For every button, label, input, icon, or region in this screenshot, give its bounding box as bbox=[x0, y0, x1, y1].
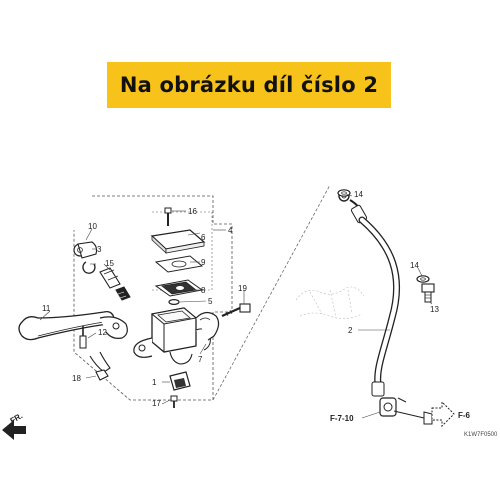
reference-arrow-icon bbox=[431, 400, 455, 428]
callout-4: 4 bbox=[228, 226, 233, 235]
nut-18 bbox=[95, 369, 109, 381]
callout-9: 9 bbox=[201, 258, 206, 267]
o-ring-5 bbox=[168, 299, 180, 306]
part-number-banner: Na obrázku díl číslo 2 bbox=[107, 62, 391, 108]
callout-13: 13 bbox=[430, 305, 439, 314]
master-cylinder-body bbox=[133, 307, 211, 365]
screw-17 bbox=[170, 395, 178, 408]
callout-8: 8 bbox=[201, 286, 206, 295]
brake-switch-1 bbox=[169, 371, 191, 391]
callout-7: 7 bbox=[198, 355, 203, 364]
assembly-to-hose-leader bbox=[212, 184, 331, 401]
callout-15: 15 bbox=[105, 259, 114, 268]
callout-leaders bbox=[39, 193, 433, 419]
brake-lever-11 bbox=[18, 310, 128, 373]
front-label: FR. bbox=[9, 411, 25, 425]
bolt-19 bbox=[221, 303, 251, 318]
callout-1: 1 bbox=[152, 378, 157, 387]
holder-7 bbox=[195, 311, 220, 341]
callout-2: 2 bbox=[348, 326, 353, 335]
reservoir-group-outline bbox=[152, 211, 213, 291]
sealing-washer-14-upper bbox=[337, 189, 351, 197]
brake-hose-part-2 bbox=[338, 190, 433, 425]
spring-boot bbox=[115, 286, 131, 301]
callout-5: 5 bbox=[208, 297, 213, 306]
piston-15 bbox=[99, 267, 121, 289]
callout-14-lower: 14 bbox=[410, 261, 419, 270]
oil-bolt-13 bbox=[421, 283, 435, 303]
screw-16 bbox=[164, 207, 172, 226]
diaphragm-8 bbox=[154, 279, 204, 297]
callout-18: 18 bbox=[72, 374, 81, 383]
ref-f-6: F-6 bbox=[458, 411, 471, 420]
callout-3: 3 bbox=[97, 245, 102, 254]
front-arrow-icon bbox=[2, 420, 26, 440]
callout-12: 12 bbox=[98, 328, 107, 337]
callout-10: 10 bbox=[88, 222, 97, 231]
callout-11: 11 bbox=[42, 304, 51, 313]
sealing-washer-14-lower bbox=[416, 275, 430, 283]
diagram-code: K1W7F0500 bbox=[464, 432, 498, 438]
ref-f-7-10: F-7-10 bbox=[330, 414, 354, 423]
banner-text: Na obrázku díl číslo 2 bbox=[119, 73, 379, 97]
callout-17: 17 bbox=[152, 399, 161, 408]
piston-set-3 bbox=[73, 241, 98, 259]
callout-6: 6 bbox=[201, 233, 206, 242]
pivot-bolt-12 bbox=[79, 326, 87, 349]
ghost-background-parts bbox=[295, 286, 365, 319]
callout-19: 19 bbox=[238, 284, 247, 293]
set-plate-9 bbox=[154, 255, 204, 273]
circlip bbox=[82, 261, 96, 274]
callout-14-upper: 14 bbox=[354, 190, 363, 199]
callout-16: 16 bbox=[188, 207, 197, 216]
